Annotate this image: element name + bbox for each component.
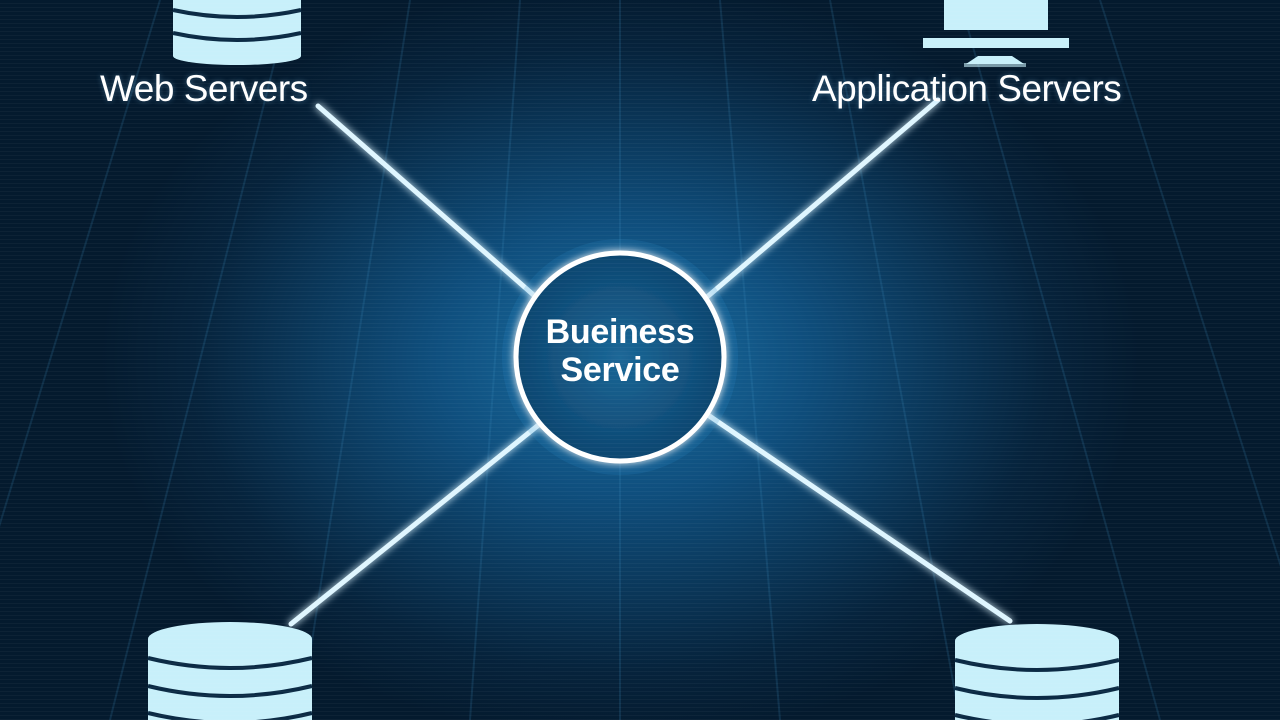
connector-top-right	[704, 97, 941, 300]
database-icon[interactable]	[172, 0, 302, 65]
hub-label: Bueiness Service	[520, 313, 720, 389]
hub-circle[interactable]	[513, 250, 727, 464]
database-icon[interactable]	[147, 622, 313, 720]
connector-top-left	[315, 103, 540, 301]
database-icon[interactable]	[954, 624, 1120, 720]
web-servers-label: Web Servers	[100, 68, 308, 109]
application-servers-label: Application Servers	[812, 68, 1122, 109]
monitor-icon[interactable]	[923, 0, 1069, 67]
hub-label-line2: Service	[560, 351, 680, 389]
hub-label-line1: Bueiness	[545, 313, 695, 351]
hub-node[interactable]	[502, 239, 738, 475]
connectors	[288, 97, 1013, 627]
connector-bottom-left	[288, 420, 544, 627]
connector-bottom-right	[702, 410, 1013, 624]
